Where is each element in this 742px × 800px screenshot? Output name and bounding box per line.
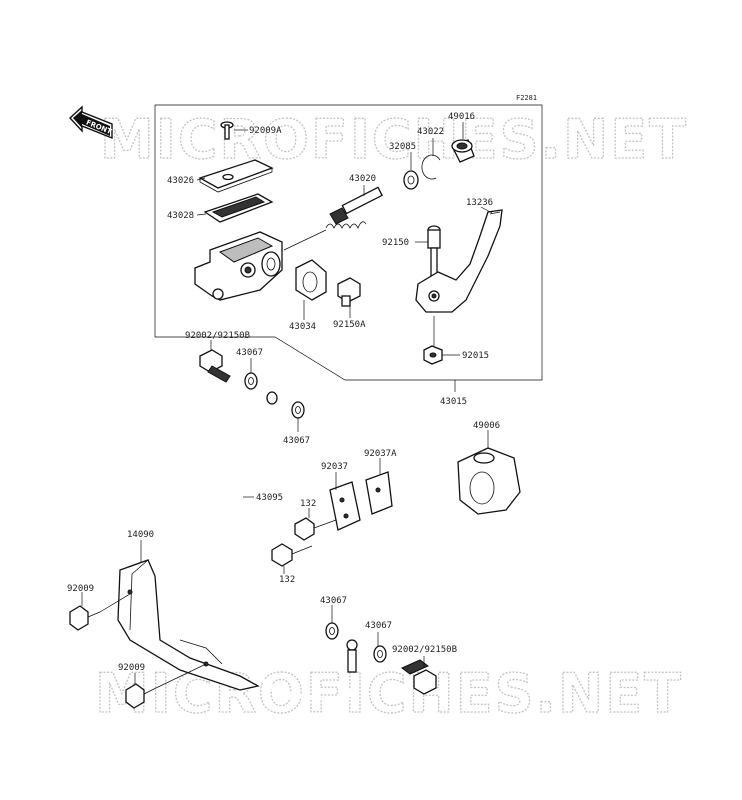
label-43015: 43015 bbox=[440, 397, 467, 407]
label-132-b: 132 bbox=[279, 575, 295, 585]
bolt-92002-top bbox=[199, 349, 231, 383]
label-92002-top: 92002/92150B bbox=[185, 331, 250, 341]
label-43034: 43034 bbox=[289, 322, 316, 332]
label-92037: 92037 bbox=[321, 462, 348, 472]
clutch-lever-13236 bbox=[415, 209, 503, 313]
label-92002-bottom: 92002/92150B bbox=[392, 645, 457, 655]
label-92037a: 92037A bbox=[364, 449, 397, 459]
front-arrow-icon: FRONT bbox=[69, 105, 113, 140]
label-13236: 13236 bbox=[466, 198, 493, 208]
label-14090: 14090 bbox=[127, 530, 154, 540]
washer-32085 bbox=[403, 170, 419, 190]
bolt-92002-bottom bbox=[401, 659, 437, 695]
assembly-boundary bbox=[154, 104, 543, 381]
clamp-43034 bbox=[295, 259, 327, 301]
bracket-92037 bbox=[329, 481, 361, 531]
washer-43067-b bbox=[291, 401, 305, 419]
label-132-a: 132 bbox=[300, 499, 316, 509]
label-92009-b: 92009 bbox=[118, 663, 145, 673]
bolt-92009-a bbox=[69, 605, 101, 631]
label-43067-d: 43067 bbox=[365, 621, 392, 631]
cover-49006 bbox=[457, 447, 521, 515]
bolt-92150a bbox=[337, 277, 361, 307]
label-49006: 49006 bbox=[473, 421, 500, 431]
label-92015: 92015 bbox=[462, 351, 489, 361]
piston-assembly-43020 bbox=[325, 186, 383, 229]
label-92150: 92150 bbox=[382, 238, 409, 248]
washer-43067-d bbox=[373, 645, 387, 663]
label-43022: 43022 bbox=[417, 127, 444, 137]
bolt-92150 bbox=[427, 225, 441, 277]
reservoir-cap-43026 bbox=[198, 159, 274, 193]
nut-92015 bbox=[423, 345, 443, 365]
label-43095: 43095 bbox=[256, 493, 283, 503]
label-92150a: 92150A bbox=[333, 320, 366, 330]
bracket-92037a bbox=[365, 471, 393, 515]
label-32085: 32085 bbox=[389, 142, 416, 152]
label-43020: 43020 bbox=[349, 174, 376, 184]
bolt-132-b bbox=[271, 543, 313, 567]
label-92009-a: 92009 bbox=[67, 584, 94, 594]
diaphragm-43028 bbox=[203, 193, 274, 223]
figure-code: F2281 bbox=[516, 94, 537, 102]
washer-43067-c bbox=[325, 622, 339, 640]
bolt-92009-b bbox=[125, 683, 157, 709]
label-43028: 43028 bbox=[167, 211, 194, 221]
washer-43067-a bbox=[244, 372, 258, 390]
label-43026: 43026 bbox=[167, 176, 194, 186]
label-43067-a: 43067 bbox=[236, 348, 263, 358]
label-49016: 49016 bbox=[448, 112, 475, 122]
watermark-top: MICROFICHES.NET bbox=[100, 108, 688, 171]
boot-49016 bbox=[451, 139, 475, 163]
circlip-43022 bbox=[421, 154, 441, 180]
master-cylinder-body bbox=[194, 231, 283, 301]
label-92009a: 92009A bbox=[249, 126, 282, 136]
brake-hose-43095 bbox=[233, 391, 358, 703]
screw-92009a bbox=[220, 121, 234, 140]
label-43067-c: 43067 bbox=[320, 596, 347, 606]
bolt-132-a bbox=[294, 517, 337, 541]
label-43067-b: 43067 bbox=[283, 436, 310, 446]
